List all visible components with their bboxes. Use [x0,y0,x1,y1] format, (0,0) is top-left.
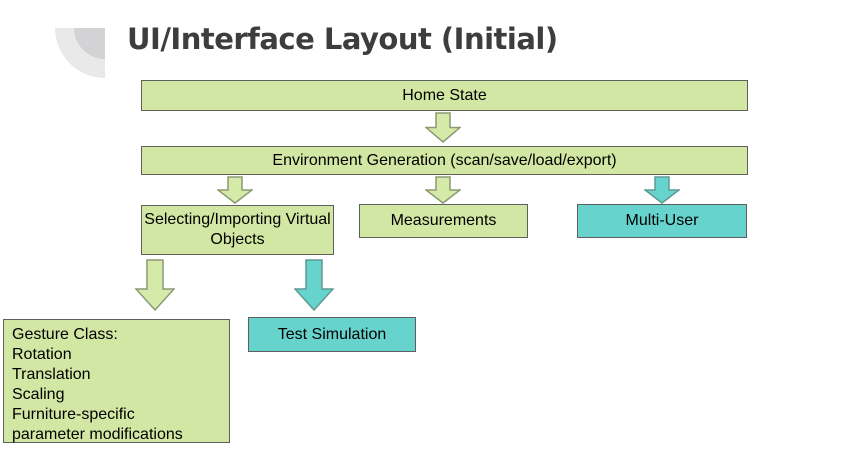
arrow-environment-to-measurements-icon [425,176,461,204]
arrow-environment-to-selecting-icon [217,176,253,204]
arrow-selecting-to-gesture-icon [135,259,175,311]
node-test-simulation: Test Simulation [248,317,416,352]
node-gesture-class: Gesture Class: Rotation Translation Scal… [3,319,230,443]
node-multi-user: Multi-User [577,204,747,238]
arrow-home-to-environment-icon [425,112,461,143]
node-measurements: Measurements [359,204,528,238]
gesture-line: Gesture Class: [12,326,118,343]
node-selecting-importing: Selecting/Importing Virtual Objects [141,205,334,255]
gesture-line: parameter modifications [12,426,183,443]
gesture-line: Rotation [12,346,72,363]
arrow-selecting-to-test-simulation-icon [294,259,334,311]
gesture-line: Furniture-specific [12,406,135,423]
arrow-environment-to-multi-user-icon [644,176,680,204]
node-home-state: Home State [141,80,748,111]
slide-title: UI/Interface Layout (Initial) [127,22,558,56]
gesture-line: Scaling [12,386,65,403]
gesture-line: Translation [12,366,91,383]
node-environment-generation: Environment Generation (scan/save/load/e… [141,146,748,175]
